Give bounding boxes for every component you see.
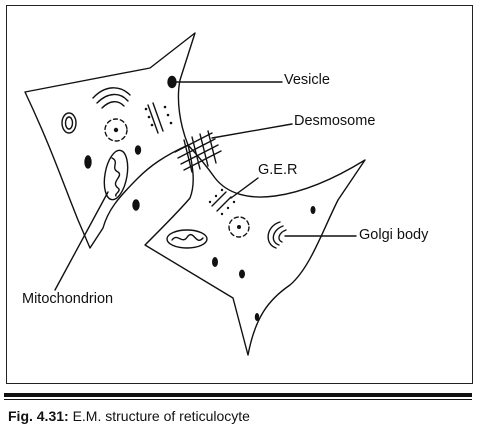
mitochondrion-leader [54,191,109,291]
cell1-golgi [92,87,131,109]
desmosome-leader [211,123,293,139]
ger-leader [230,177,259,199]
caption-rule-thick [4,393,472,397]
cell1-mitochondrion [103,149,129,201]
cell-2-outline [144,144,366,356]
cell1-vacuole [61,112,77,134]
cell1-centriole [104,118,128,142]
desmosome-label: Desmosome [294,113,376,129]
figure-caption: Fig. 4.31: E.M. structure of reticulocyt… [8,408,250,424]
vesicle-shape [167,75,177,89]
desmosome-shape [174,130,222,173]
cell1-vacuole-inner [64,116,74,130]
cell2-ger [211,191,232,212]
caption-prefix: Fig. 4.31: [8,408,69,424]
vesicle-label: Vesicle [284,72,330,88]
golgi-body-label: Golgi body [359,227,429,243]
cell-1-outline [24,32,196,249]
cell2-centriole [228,216,250,238]
cell2-mitochondrion [166,229,208,249]
diagram-frame [6,5,473,384]
mitochondrion-label: Mitochondrion [22,291,114,307]
ger-label: G.E.R [258,162,298,178]
cell2-golgi [267,221,287,249]
cell1-ger [147,102,164,134]
caption-text: E.M. structure of reticulocyte [72,408,250,424]
caption-rule-thin [4,399,472,400]
